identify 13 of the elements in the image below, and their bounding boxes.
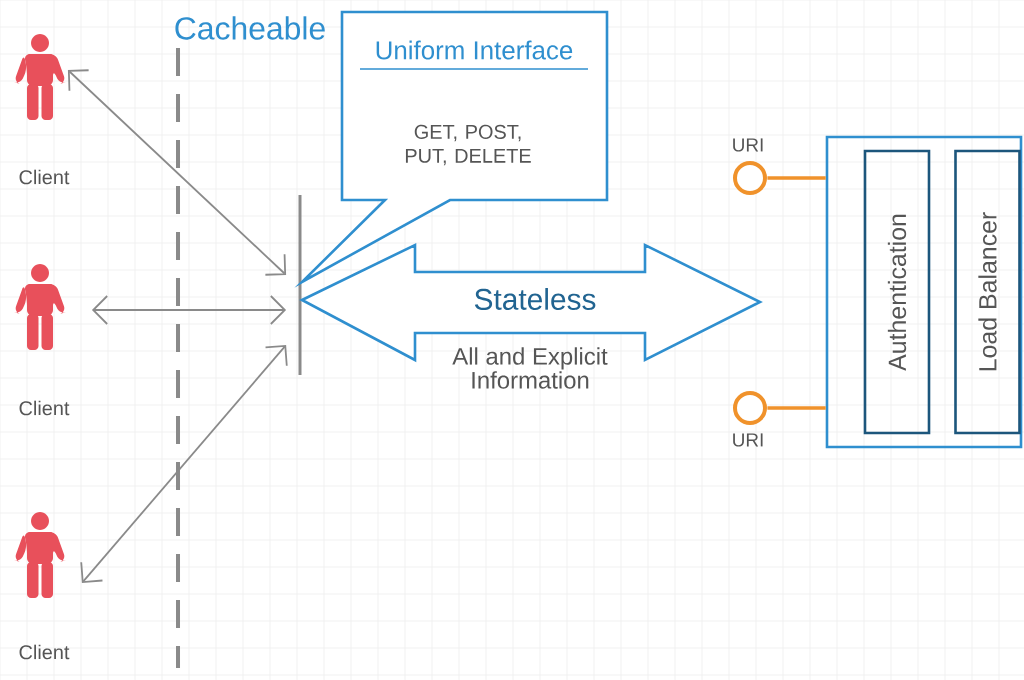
connector-arrow (80, 345, 288, 583)
person-label: Client (19, 400, 70, 416)
port-label: URI (733, 433, 763, 447)
component-box: Authentication (863, 149, 931, 435)
person-label: Client (19, 169, 70, 185)
connector-arrow (91, 295, 287, 325)
hub-bar (298, 195, 302, 375)
person-label: Client (19, 644, 70, 660)
server-box (825, 135, 1023, 449)
connector-arrow (67, 69, 287, 276)
port-label: URI (733, 138, 763, 152)
component-box: Load Balancer (954, 149, 1021, 435)
node-label: Information (472, 371, 589, 389)
